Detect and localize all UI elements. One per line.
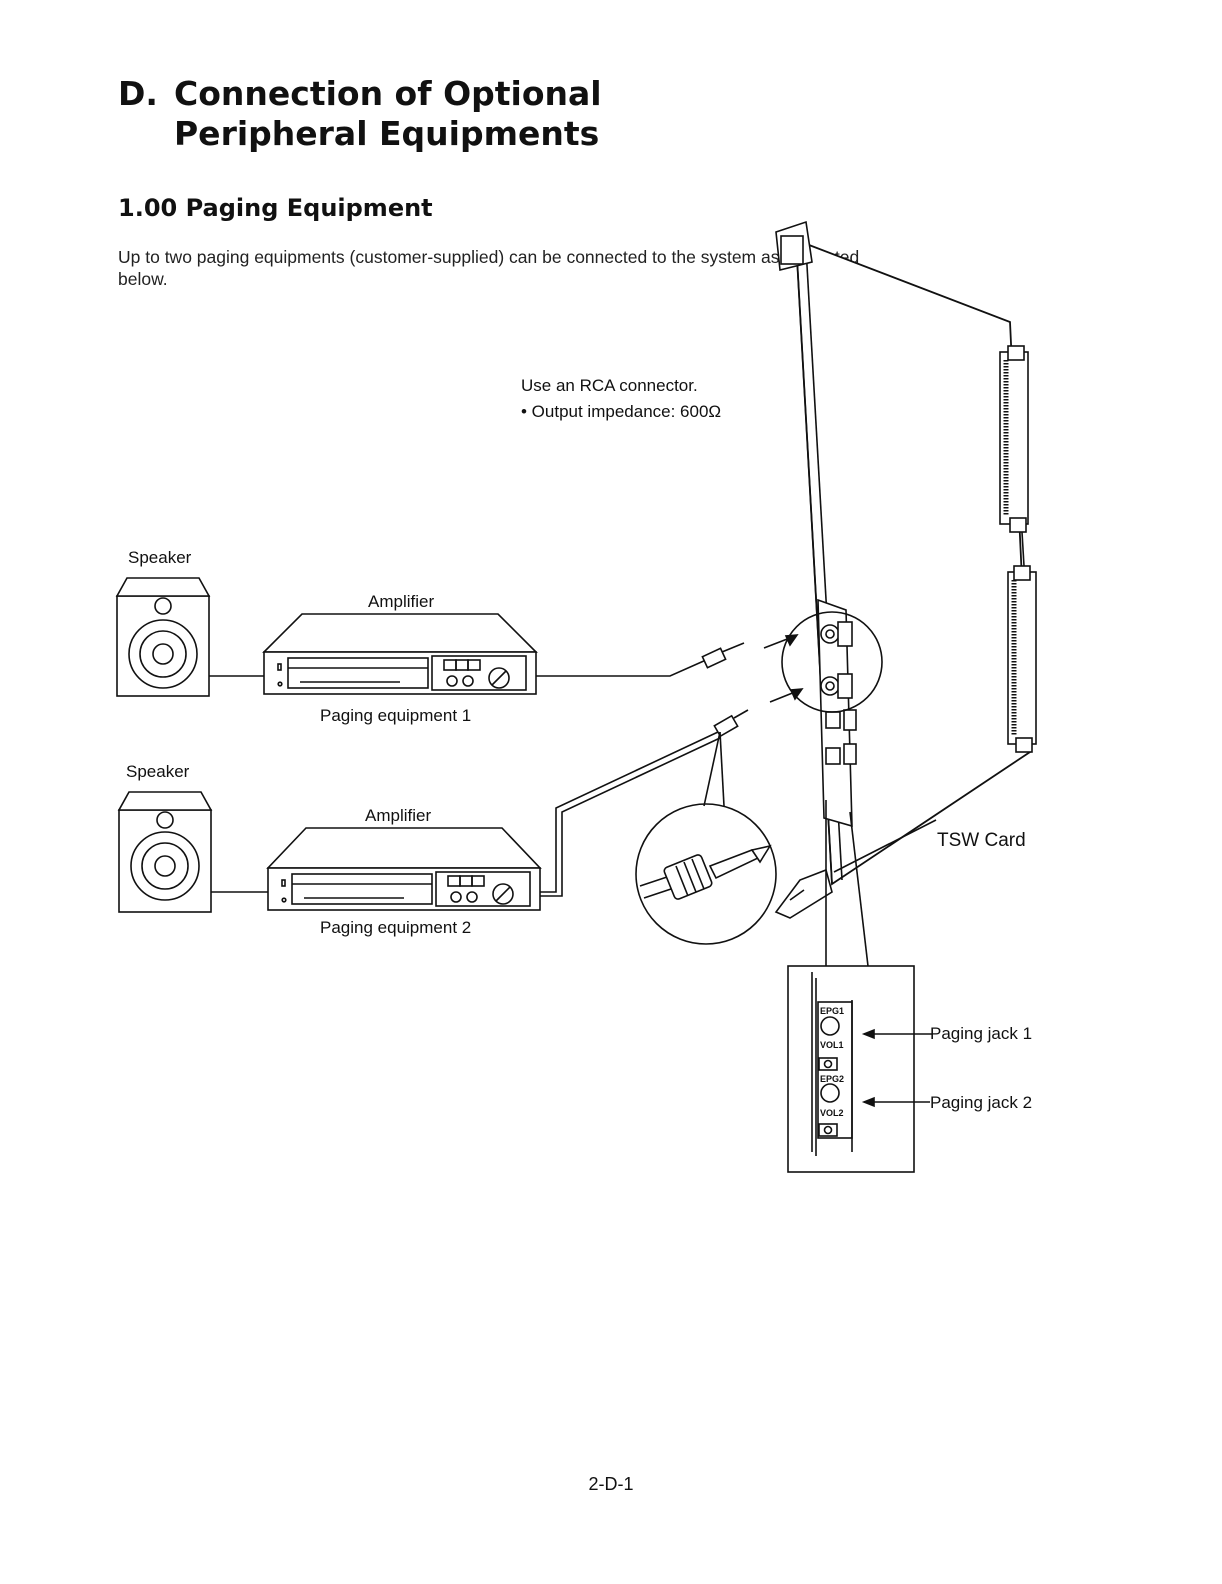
board-jack-2-icon [820,673,853,699]
rca-note-line-1: Use an RCA connector. [521,376,698,395]
rca-plug-2-icon [713,709,749,738]
paging-jack-1-arrow [861,1028,932,1040]
jack-arrow-1 [763,634,799,649]
paging-jack-2-icon [820,1083,840,1103]
rca-plug-1-icon [701,642,745,669]
tsw-card-pointer [833,819,937,873]
paging-jack-2-label: Paging jack 2 [930,1093,1033,1112]
vol1-label: VOL1 [820,1040,844,1050]
edge-connector-lower [1007,565,1037,753]
section-title: 1.00 Paging Equipment [118,194,433,222]
tsw-card-label: TSW Card [937,830,1026,851]
detail-zoom-line-right [849,811,869,967]
jack-detail-panel [787,965,915,1173]
amplifier-2-cable [540,731,719,893]
amplifier-1-icon [262,613,538,695]
intro-paragraph: Up to two paging equipments (customer-su… [118,247,860,289]
edge-connector-upper [999,345,1029,533]
board-jack-1-icon [820,621,853,647]
vol1-knob-icon [823,1059,833,1069]
paging-equipment-2-label: Paging equipment 2 [320,918,472,937]
epg2-label: EPG2 [820,1074,845,1084]
epg1-label: EPG1 [820,1006,845,1016]
speaker-1-icon [115,577,211,697]
page-heading: D. Connection of Optional Peripheral Equi… [118,74,602,154]
paging-equipment-1-label: Paging equipment 1 [320,706,472,725]
amplifier-1-label: Amplifier [368,592,435,611]
amplifier-2-label: Amplifier [365,806,432,825]
jack-highlight-circle [781,611,883,713]
paging-jack-2-arrow [861,1096,930,1108]
heading-line-2: Peripheral Equipments [174,114,600,153]
amplifier-2-icon [266,827,542,911]
paging-jack-1-icon [820,1016,840,1036]
rca-plug-magnified-icon [635,731,777,945]
vol2-label: VOL2 [820,1108,844,1118]
heading-letter: D. [118,74,158,113]
amplifier-1-cable [536,659,707,677]
speaker-1-label: Speaker [128,548,192,567]
rca-note-line-2: • Output impedance: 600Ω [521,402,722,421]
paging-jack-1-label: Paging jack 1 [930,1024,1033,1043]
jack-arrow-2 [769,688,804,703]
speaker-2-icon [117,791,213,913]
heading-line-1: Connection of Optional [174,74,602,113]
page-number: 2-D-1 [588,1474,634,1494]
speaker-2-label: Speaker [126,762,190,781]
tsw-card-board [774,220,1037,919]
vol2-knob-icon [823,1125,833,1135]
